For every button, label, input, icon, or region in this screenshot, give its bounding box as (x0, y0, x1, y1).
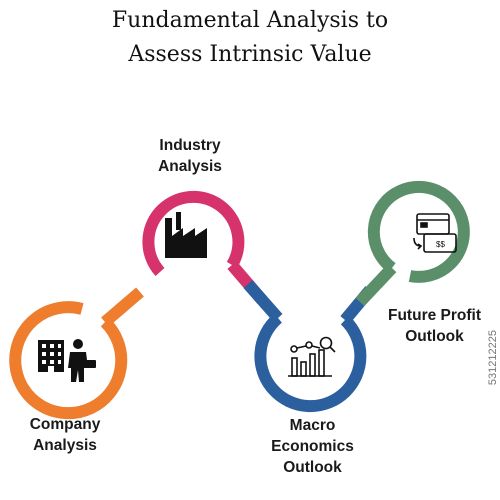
label-macro-economics-outlook: Macro Economics Outlook (271, 417, 354, 476)
svg-text:$$: $$ (436, 240, 445, 249)
connector-company-industry (101, 287, 144, 327)
factory-icon (165, 212, 207, 258)
bar-chart-magnifier-icon (288, 336, 336, 377)
connector-macro-future-green (355, 263, 397, 307)
credit-card-cash-icon: $$ (413, 213, 457, 253)
industry-ring (142, 190, 245, 277)
company-ring (9, 301, 128, 420)
connector-industry-macro-blue (243, 280, 283, 322)
label-industry-analysis: Industry Analysis (158, 137, 222, 175)
company-building-businessman-icon (38, 339, 96, 382)
title-line-1: Fundamental Analysis to (111, 8, 389, 33)
label-future-profit-outlook: Future Profit Outlook (388, 307, 481, 345)
future-ring (367, 180, 470, 283)
title-line-2: Assess Intrinsic Value (128, 42, 372, 67)
macro-ring (254, 313, 367, 413)
label-company-analysis: Company Analysis (29, 416, 101, 454)
stock-id: 531212225 (487, 330, 499, 386)
